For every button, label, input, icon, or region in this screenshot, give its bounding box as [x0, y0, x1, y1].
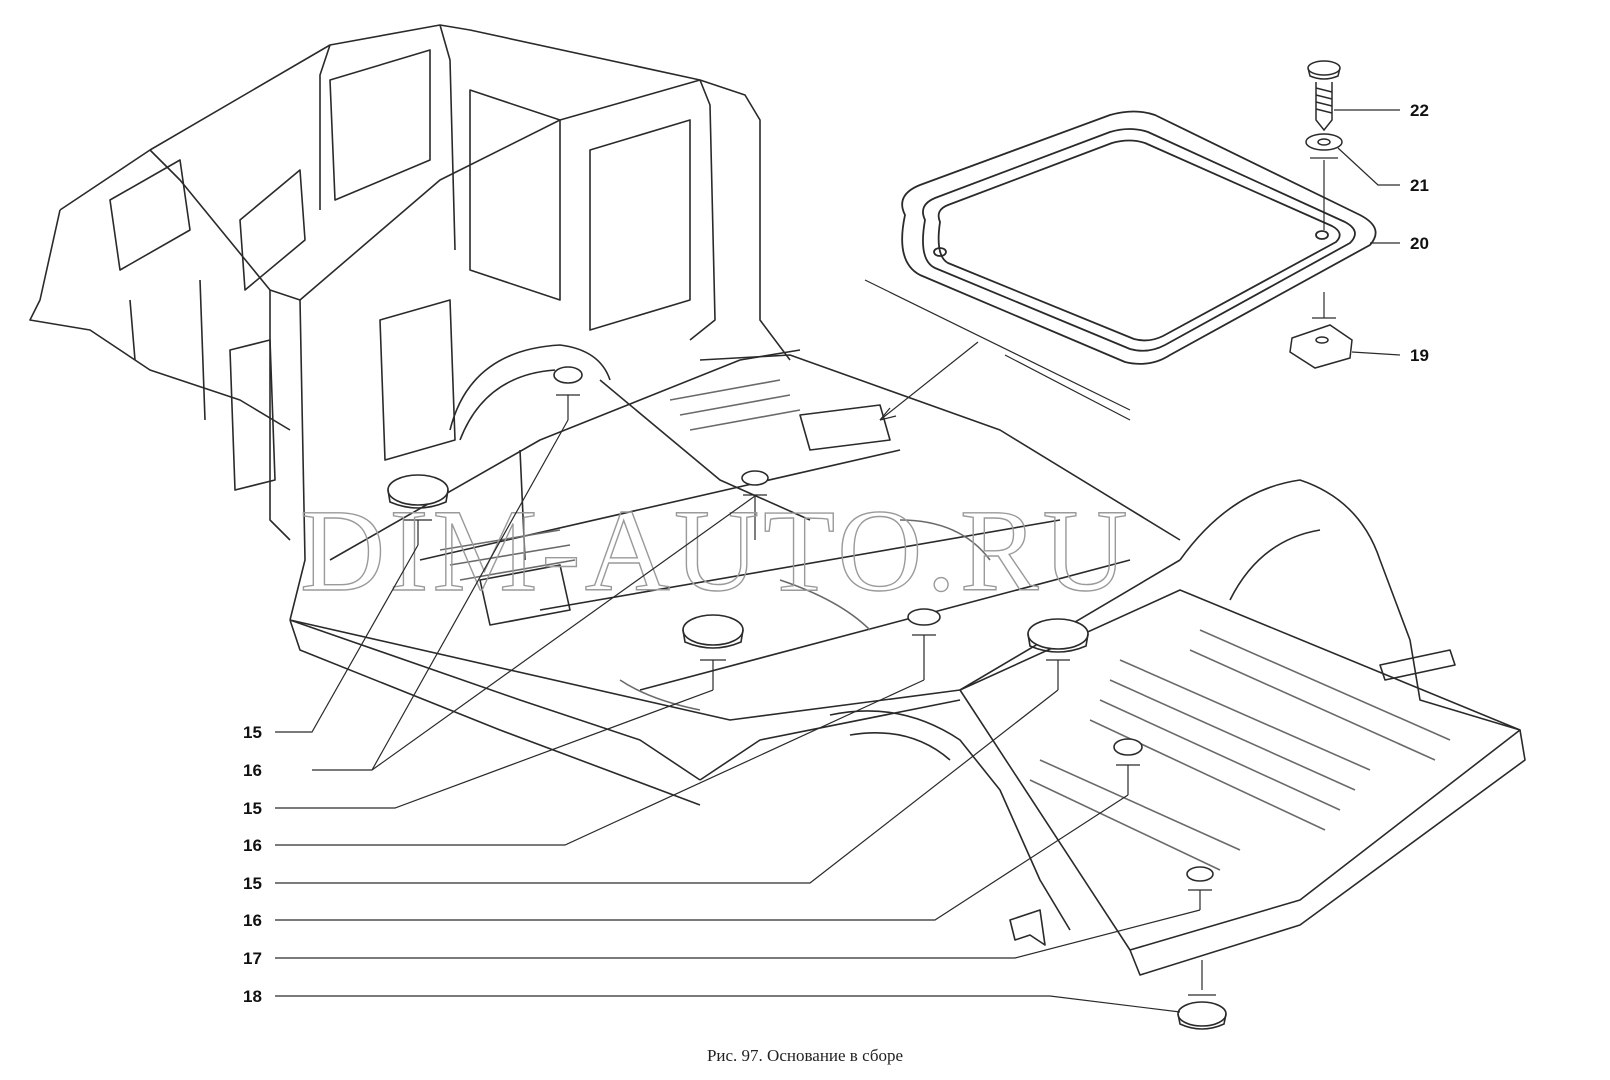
- callout-22: 22: [1410, 101, 1429, 120]
- watermark: DIM-AUTO.RU: [300, 485, 1132, 616]
- hatch-cover: [901, 110, 1377, 365]
- callout-21: 21: [1410, 176, 1429, 195]
- plug-15-c: [1027, 618, 1089, 653]
- callout-16: 16: [243, 836, 262, 855]
- plug-17: [1186, 866, 1214, 882]
- leader-lines: [275, 109, 1401, 1013]
- position-marks: [404, 394, 1216, 996]
- callout-20: 20: [1410, 234, 1429, 253]
- plug-15-a: [387, 474, 449, 509]
- figure-caption: Рис. 97. Основание в сборе: [706, 1046, 904, 1065]
- floor-panel: [289, 354, 1181, 781]
- plugs: [387, 366, 1227, 1030]
- washer-21: [1305, 133, 1343, 151]
- front-cab-structure: [29, 24, 811, 806]
- plug-15-b: [682, 614, 744, 649]
- plug-16-a: [553, 366, 583, 384]
- callout-labels: 15 16 15 16 15 16 17 18 19 20 21 22: [243, 101, 1429, 1006]
- cover-leader: [864, 279, 1131, 421]
- callout-15: 15: [243, 799, 262, 818]
- plug-16-d: [1113, 738, 1143, 756]
- callout-16: 16: [243, 761, 262, 780]
- callout-18: 18: [243, 987, 262, 1006]
- plug-16-b: [741, 470, 769, 486]
- screw-22: [1307, 60, 1341, 132]
- hatch-axis: [1310, 157, 1338, 319]
- plug-16-c: [907, 608, 941, 626]
- callout-16: 16: [243, 911, 262, 930]
- callout-15: 15: [243, 723, 262, 742]
- clip-nut-19: [1289, 324, 1353, 369]
- callout-17: 17: [243, 949, 262, 968]
- callout-15: 15: [243, 874, 262, 893]
- plug-18: [1177, 1001, 1227, 1030]
- rear-load-floor: [829, 479, 1526, 976]
- callout-19: 19: [1410, 346, 1429, 365]
